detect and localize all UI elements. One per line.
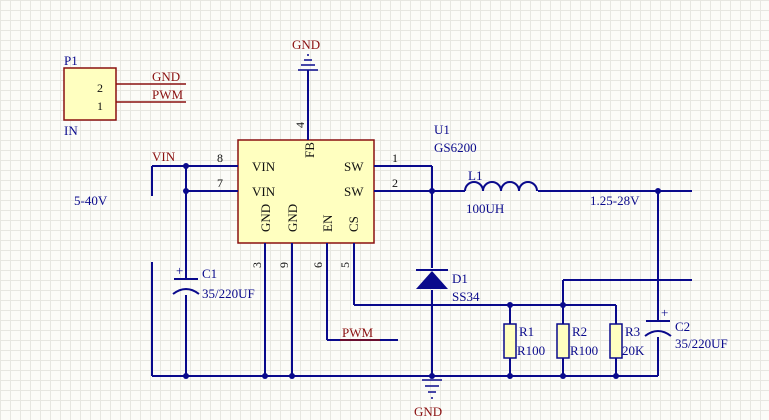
- capacitor-c2[interactable]: +: [644, 305, 672, 337]
- pin-name-cs: CS: [346, 216, 361, 232]
- pin-num-5: 5: [338, 262, 352, 268]
- resistor-r3-designator: R3: [625, 324, 640, 339]
- junction: [183, 373, 189, 379]
- pin-num-3: 3: [250, 262, 264, 268]
- junction: [507, 373, 513, 379]
- wires: [151, 70, 692, 378]
- ic-part-number: GS6200: [434, 140, 477, 155]
- junction: [560, 302, 566, 308]
- junction: [262, 373, 268, 379]
- junctions: [183, 163, 661, 379]
- diode-triangle: [416, 271, 448, 289]
- capacitor-c1-value: 35/220UF: [202, 286, 255, 301]
- resistor-body: [503, 323, 517, 359]
- net-label-connector-pwm: PWM: [152, 87, 184, 102]
- inductor-designator: L1: [468, 168, 482, 183]
- net-label-connector-gnd: GND: [152, 69, 180, 84]
- pin-name-vin-1: VIN: [252, 159, 276, 174]
- resistor-r3-value: 20K: [622, 343, 645, 358]
- connector-name: IN: [64, 123, 78, 138]
- connector-pin-1: 1: [97, 99, 103, 113]
- pin-name-vin-2: VIN: [252, 184, 276, 199]
- pin-num-6: 6: [311, 262, 325, 268]
- net-label-pwm: PWM: [342, 325, 374, 340]
- junction: [183, 188, 189, 194]
- junction: [560, 373, 566, 379]
- net-label-vin: VIN: [152, 149, 176, 164]
- capacitor-c2-value: 35/220UF: [675, 336, 728, 351]
- connector-designator: P1: [64, 53, 78, 68]
- resistor-r1-designator: R1: [519, 324, 534, 339]
- inductor-value: 100UH: [466, 201, 504, 216]
- resistor-r1-value: R100: [517, 343, 545, 358]
- input-voltage-range: 5-40V: [74, 193, 108, 208]
- diode-d1[interactable]: [416, 269, 448, 289]
- junction: [429, 373, 435, 379]
- capacitor-curved-plate: [644, 330, 672, 337]
- pin-name-gnd-2: GND: [285, 204, 300, 232]
- pin-name-fb: FB: [302, 142, 317, 158]
- output-voltage-range: 1.25-28V: [590, 193, 640, 208]
- capacitor-c1-designator: C1: [202, 266, 217, 281]
- pin-num-7: 7: [217, 176, 223, 190]
- pin-num-9: 9: [277, 262, 291, 268]
- inductor-l1[interactable]: [464, 181, 538, 192]
- capacitor-polarity: +: [176, 263, 183, 278]
- capacitor-c1[interactable]: +: [172, 263, 200, 295]
- junction: [183, 163, 189, 169]
- pin-name-sw-1: SW: [344, 159, 364, 174]
- resistor-body: [609, 323, 623, 359]
- resistor-body: [556, 323, 570, 359]
- pin-num-8: 8: [217, 151, 223, 165]
- net-label-gnd-bottom: GND: [414, 404, 442, 419]
- resistor-r3[interactable]: [609, 323, 623, 359]
- diode-value: SS34: [452, 289, 480, 304]
- pin-num-4: 4: [293, 122, 307, 128]
- connector-pin-2: 2: [97, 81, 103, 95]
- pin-name-sw-2: SW: [344, 184, 364, 199]
- diode-designator: D1: [452, 271, 468, 286]
- junction: [507, 302, 513, 308]
- resistor-r2-value: R100: [570, 343, 598, 358]
- ground-symbol-bottom[interactable]: [422, 379, 442, 399]
- pin-num-2: 2: [392, 176, 398, 190]
- pin-name-en: EN: [320, 214, 335, 232]
- junction: [655, 188, 661, 194]
- inductor-coil: [464, 181, 538, 192]
- resistor-r2[interactable]: [556, 323, 570, 359]
- ground-symbol-top[interactable]: [298, 54, 318, 71]
- capacitor-c2-designator: C2: [675, 319, 690, 334]
- connector-body: [63, 67, 117, 121]
- ic-designator: U1: [434, 122, 450, 137]
- net-label-gnd-top: GND: [292, 37, 320, 52]
- junction: [429, 188, 435, 194]
- capacitor-curved-plate: [172, 288, 200, 295]
- pin-name-gnd-1: GND: [258, 204, 273, 232]
- junction: [613, 373, 619, 379]
- junction: [289, 373, 295, 379]
- resistor-r2-designator: R2: [572, 324, 587, 339]
- connector-p1[interactable]: P1 IN 2 1: [63, 53, 117, 138]
- resistor-r1[interactable]: [503, 323, 517, 359]
- capacitor-polarity: +: [661, 305, 668, 320]
- pin-num-1: 1: [392, 151, 398, 165]
